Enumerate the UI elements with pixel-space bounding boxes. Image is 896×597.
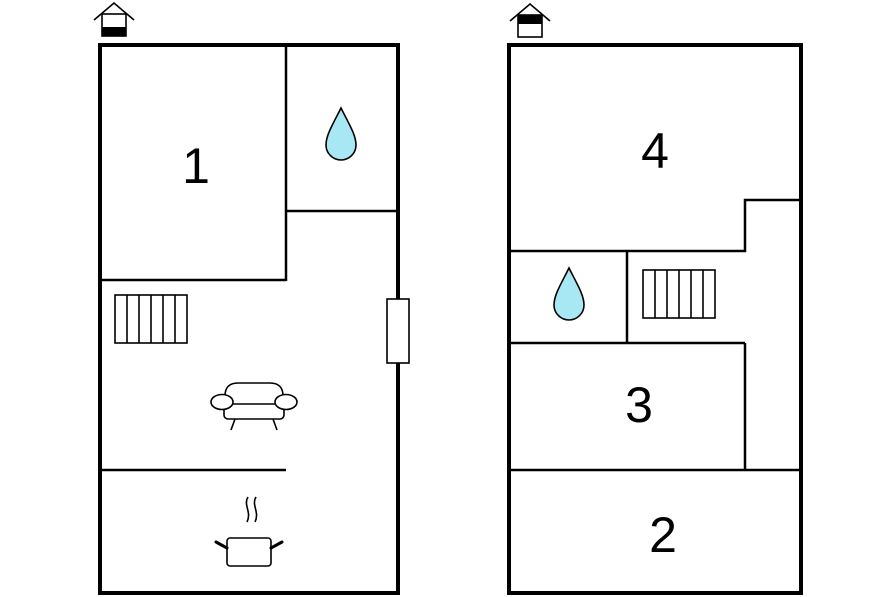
room-label-3: 3 bbox=[625, 377, 653, 433]
door-icon bbox=[386, 298, 410, 364]
water-drop-icon bbox=[553, 266, 585, 321]
room-label-4: 4 bbox=[641, 123, 669, 179]
house-ground-floor-icon bbox=[93, 1, 135, 37]
upper-floor-walls bbox=[509, 198, 801, 472]
upper-floor-outline bbox=[507, 43, 803, 595]
ground-floor-plan: 1 bbox=[93, 1, 410, 595]
room-label-2: 2 bbox=[649, 507, 677, 563]
ground-floor-walls bbox=[100, 45, 398, 472]
sofa-icon bbox=[210, 382, 298, 431]
stairs-icon bbox=[642, 269, 716, 319]
stairs-icon bbox=[114, 294, 188, 344]
house-upper-floor-icon bbox=[509, 2, 551, 38]
room-label-1: 1 bbox=[182, 138, 210, 194]
water-drop-icon bbox=[325, 106, 357, 161]
cooking-pot-icon bbox=[214, 496, 284, 567]
upper-floor-plan: 4 3 2 bbox=[507, 2, 803, 595]
